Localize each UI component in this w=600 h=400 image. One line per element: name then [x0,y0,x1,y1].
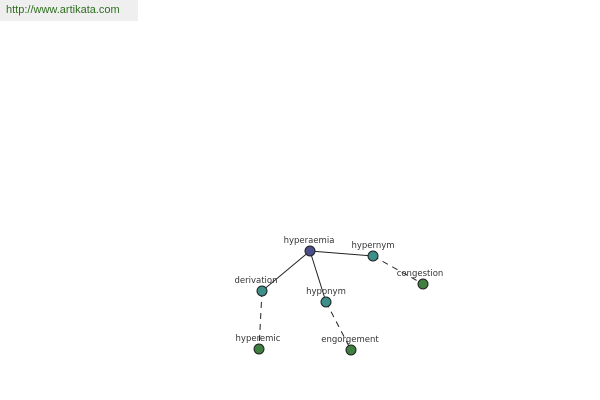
label-hyponym: hyponym [306,287,346,297]
edge-root-hyponym [309,250,327,303]
label-hyperemic: hyperemic [236,334,281,344]
label-hyperaemia: hyperaemia [284,236,335,246]
node-derivation[interactable] [256,285,268,297]
source-url-watermark: http://www.artikata.com [0,0,138,21]
node-hyperaemia[interactable] [304,245,316,257]
edge-hyponym-engorgement [325,301,352,351]
edge-derivation-hyperemic [258,290,263,350]
label-engorgement: engorgement [321,335,379,345]
node-engorgement[interactable] [345,344,357,356]
edge-root-derivation [261,250,311,292]
edge-hypernym-congestion [372,255,424,285]
edge-root-hypernym [309,250,374,257]
label-congestion: congestion [397,269,444,279]
label-hypernym: hypernym [351,241,394,251]
node-congestion[interactable] [417,278,429,290]
node-hyponym[interactable] [320,296,332,308]
label-derivation: derivation [234,276,277,286]
node-hypernym[interactable] [367,250,379,262]
node-hyperemic[interactable] [253,343,265,355]
